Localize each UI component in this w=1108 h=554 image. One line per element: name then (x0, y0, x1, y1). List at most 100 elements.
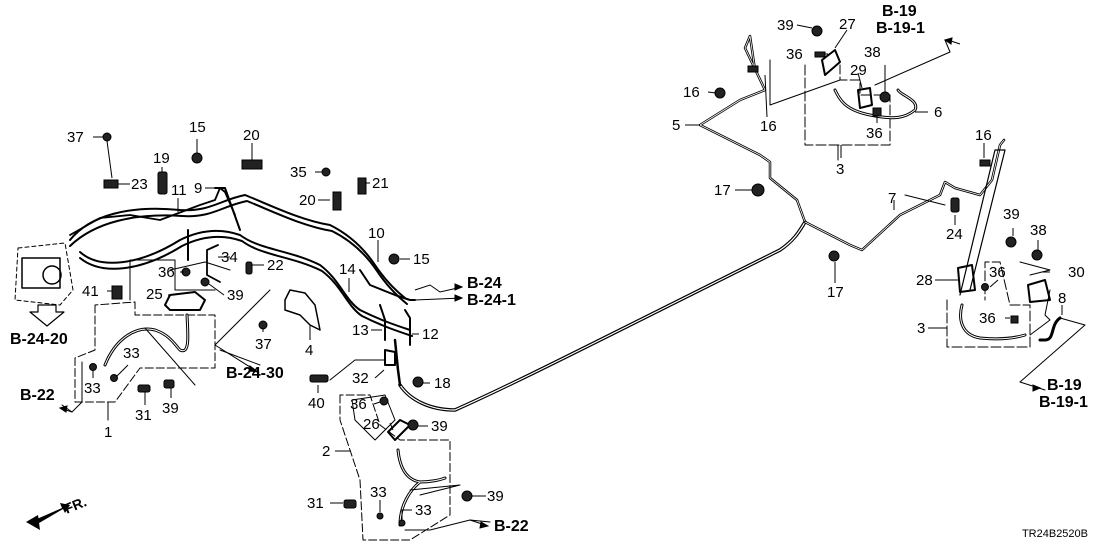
callout-39[interactable]: 39 (487, 488, 504, 505)
clip-36d (872, 107, 882, 117)
callout-14[interactable]: 14 (339, 261, 356, 278)
bolt-39e (811, 25, 823, 37)
bolt-39b (163, 379, 175, 389)
hose-8 (1038, 316, 1062, 342)
callout-19[interactable]: 19 (153, 150, 170, 167)
callout-39[interactable]: 39 (431, 418, 448, 435)
callout-11[interactable]: 11 (171, 182, 187, 199)
diagram-code: TR24B2520B (1021, 528, 1088, 540)
clip-24 (950, 197, 960, 213)
bolt-39f (1005, 236, 1017, 248)
callout-16[interactable]: 16 (760, 118, 777, 135)
ref-b-22-left[interactable]: B-22 (20, 387, 55, 404)
main-brake-pipe (398, 220, 807, 412)
callout-20[interactable]: 20 (243, 127, 260, 144)
pipe-13 (379, 304, 386, 341)
callout-33[interactable]: 33 (370, 484, 387, 501)
callout-31[interactable]: 31 (135, 407, 152, 424)
callout-37[interactable]: 37 (255, 336, 272, 353)
callout-31[interactable]: 31 (307, 495, 324, 512)
callout-10[interactable]: 10 (368, 225, 385, 242)
pipe-10 (359, 269, 416, 301)
callout-24[interactable]: 24 (946, 226, 963, 243)
clip-41 (111, 285, 123, 300)
clip-20a (241, 159, 263, 170)
callout-5[interactable]: 5 (672, 117, 681, 134)
front-pipe-bundle (69, 187, 413, 337)
callout-21[interactable]: 21 (372, 175, 389, 192)
callout-25[interactable]: 25 (146, 286, 163, 303)
callout-12[interactable]: 12 (422, 326, 439, 343)
callout-37[interactable]: 37 (67, 129, 84, 146)
callout-13[interactable]: 13 (352, 322, 369, 339)
callout-33[interactable]: 33 (123, 345, 140, 362)
ref-b-19-top[interactable]: B-19 (882, 3, 917, 20)
callout-34[interactable]: 34 (221, 249, 238, 266)
callout-2[interactable]: 2 (322, 443, 331, 460)
pipe-12 (404, 309, 411, 346)
ref-b-19-1-bottom[interactable]: B-19-1 (1039, 394, 1088, 411)
callout-9[interactable]: 9 (194, 180, 203, 197)
callout-39[interactable]: 39 (777, 17, 794, 34)
callout-17[interactable]: 17 (714, 182, 731, 199)
callout-28[interactable]: 28 (916, 272, 933, 289)
callout-36[interactable]: 36 (350, 396, 367, 413)
callout-41[interactable]: 41 (82, 283, 99, 300)
callout-29[interactable]: 29 (850, 62, 867, 79)
callout-1[interactable]: 1 (104, 424, 113, 441)
callout-33[interactable]: 33 (84, 380, 101, 397)
callout-26[interactable]: 26 (363, 416, 380, 433)
clip-36b (379, 396, 389, 406)
callout-39[interactable]: 39 (1003, 206, 1020, 223)
callout-36[interactable]: 36 (979, 310, 996, 327)
clip-36f (1010, 315, 1019, 324)
callout-32[interactable]: 32 (352, 370, 369, 387)
callout-6[interactable]: 6 (934, 104, 943, 121)
ref-b-24-1[interactable]: B-24-1 (467, 292, 516, 309)
callout-35[interactable]: 35 (290, 164, 307, 181)
clip-16c (979, 159, 991, 167)
callout-38[interactable]: 38 (864, 44, 881, 61)
washer-33c (376, 512, 384, 520)
callout-16[interactable]: 16 (683, 84, 700, 101)
callout-16[interactable]: 16 (975, 127, 992, 144)
callout-40[interactable]: 40 (308, 395, 325, 412)
callout-38[interactable]: 38 (1030, 222, 1047, 239)
callout-27[interactable]: 27 (839, 16, 856, 33)
callout-15[interactable]: 15 (189, 119, 206, 136)
callout-3[interactable]: 3 (836, 161, 845, 178)
clip-20b (332, 191, 342, 211)
callout-4[interactable]: 4 (305, 342, 314, 359)
callout-18[interactable]: 18 (434, 375, 451, 392)
callout-36[interactable]: 36 (158, 264, 175, 281)
group-2-outline (339, 394, 451, 541)
ref-b-24-30[interactable]: B-24-30 (226, 365, 284, 382)
bracket-4 (284, 289, 321, 331)
callout-36[interactable]: 36 (866, 125, 883, 142)
ref-b-19-1-top[interactable]: B-19-1 (876, 20, 925, 37)
callout-22[interactable]: 22 (267, 257, 284, 274)
callout-20[interactable]: 20 (299, 192, 316, 209)
callout-39[interactable]: 39 (227, 287, 244, 304)
callout-3[interactable]: 3 (917, 320, 926, 337)
group-3-lower-outline (946, 261, 1031, 348)
ref-b-24-20[interactable]: B-24-20 (10, 331, 68, 348)
callout-7[interactable]: 7 (888, 190, 897, 207)
hose-1 (103, 313, 190, 367)
clip-16b (747, 65, 759, 73)
callout-15[interactable]: 15 (413, 251, 430, 268)
callout-17[interactable]: 17 (827, 284, 844, 301)
callout-36[interactable]: 36 (989, 264, 1006, 281)
ref-b-22-bottom[interactable]: B-22 (494, 518, 529, 535)
callout-33[interactable]: 33 (415, 502, 432, 519)
grommet-19 (157, 171, 168, 195)
callout-36[interactable]: 36 (786, 46, 803, 63)
ref-b-24[interactable]: B-24 (467, 275, 502, 292)
ref-b-19-bottom[interactable]: B-19 (1047, 377, 1082, 394)
callout-30[interactable]: 30 (1068, 264, 1085, 281)
callout-23[interactable]: 23 (131, 176, 148, 193)
callout-8[interactable]: 8 (1058, 290, 1067, 307)
bolt-39c (407, 419, 419, 431)
callout-39[interactable]: 39 (162, 400, 179, 417)
